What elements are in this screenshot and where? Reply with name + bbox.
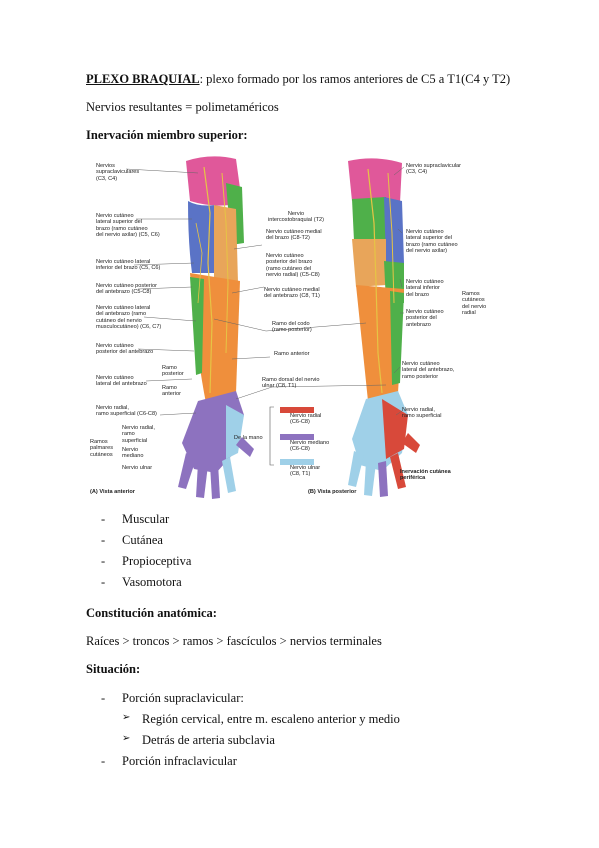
label-cutaneo-lateral-antebrazo: Nervio cutáneo lateral del antebrazo (ra…: [96, 305, 162, 331]
arrow-bullet-icon: ➢: [122, 712, 131, 723]
caption-vista-posterior: (B) Vista posterior: [308, 489, 357, 495]
anterior-arm: [178, 156, 254, 499]
dash-marker: -: [101, 512, 106, 526]
list-item-text: Vasomotora: [122, 575, 182, 589]
label-ramo-codo: Ramo del codo (ramo posterior): [272, 321, 312, 334]
dash-marker: -: [101, 575, 106, 589]
legend-radial: Nervio radial (C6-C8): [290, 413, 322, 426]
label-post-ramos-cutaneos: Ramos cutáneos del nervio radial: [462, 291, 487, 317]
legend-mediano: Nervio mediano (C6-C8): [290, 440, 330, 453]
label-post-cutaneo-posterior-antebrazo: Nervio cutáneo posterior del antebrazo: [406, 309, 444, 328]
list-item-text: Propioceptiva: [122, 554, 192, 568]
label-cutaneo-medial-brazo: Nervio cutáneo medial del brazo (C8-T2): [266, 229, 322, 242]
list-item-text: Porción supraclavicular:: [122, 691, 244, 705]
heading-line: PLEXO BRAQUIAL: plexo formado por los ra…: [86, 72, 510, 87]
label-de-la-mano: De la mano: [234, 435, 263, 441]
label-cutaneo-medial-antebrazo: Nervio cutáneo medial del antebrazo (C8,…: [264, 287, 320, 300]
legend-ulnar: Nervio ulnar (C8, T1): [290, 465, 321, 478]
heading-title: PLEXO BRAQUIAL: [86, 72, 200, 86]
label-mano-ulnar: Nervio ulnar: [122, 465, 153, 471]
label-post-cutaneo-lateral-superior: Nervio cutáneo lateral superior del braz…: [406, 229, 458, 255]
legend-swatches: [269, 406, 314, 466]
leader-lines: [125, 166, 405, 416]
label-post-radial-superficial: Nervio radial, ramo superficial: [402, 407, 442, 420]
posterior-arm: [348, 158, 420, 497]
label-mano-radial: Nervio radial, ramo superficial: [122, 425, 155, 444]
label-supraclaviculares: Nervios supraclaviculares (C3, C4): [96, 163, 140, 182]
inervacion-heading: Inervación miembro superior:: [86, 128, 248, 142]
arm-illustration: [125, 156, 420, 499]
label-cutaneo-posterior-antebrazo: Nervio cutáneo posterior del antebrazo (…: [96, 283, 157, 296]
label-post-supraclavicular: Nervio supraclavicular (C3, C4): [406, 163, 462, 176]
dash-marker: -: [101, 533, 106, 547]
caption-vista-anterior: (A) Vista anterior: [90, 489, 135, 495]
label-post-cutaneo-lateral-inferior: Nervio cutáneo lateral inferior del braz…: [406, 279, 444, 298]
dash-marker: -: [101, 754, 106, 768]
resultantes-line: Nervios resultantes = polimetaméricos: [86, 100, 279, 114]
list-item-text: Muscular: [122, 512, 170, 526]
label-cutaneo-lateral-superior: Nervio cutáneo lateral superior del braz…: [96, 213, 160, 239]
label-post-cutaneo-lateral-antebrazo: Nervio cutáneo lateral del antebrazo, ra…: [402, 361, 455, 380]
label-mano-mediano: Nervio mediano: [122, 447, 144, 460]
label-ramo-dorsal-ulnar: Ramo dorsal del nervio ulnar (C8, T1): [262, 377, 320, 390]
dash-marker: -: [101, 691, 106, 705]
label-cutaneo-posterior-antebrazo-2: Nervio cutáneo posterior del antebrazo: [96, 343, 154, 356]
label-ramo-anterior-center: Ramo anterior: [274, 351, 310, 357]
sub-list-item-text: Detrás de arteria subclavia: [142, 733, 275, 747]
situacion-heading: Situación:: [86, 662, 141, 676]
label-ramo-anterior: Ramo anterior: [162, 385, 181, 398]
label-inervacion-periferica: Inervación cutánea periférica: [400, 469, 451, 482]
arrow-bullet-icon: ➢: [122, 733, 131, 744]
label-intercostobraquial: Nervio intercostobraquial (T2): [268, 211, 324, 224]
list-item-text: Cutánea: [122, 533, 163, 547]
anatomy-figure: Nervios supraclaviculares (C3, C4) Nervi…: [86, 153, 506, 501]
label-cutaneo-lateral-inferior: Nervio cutáneo lateral inferior del braz…: [96, 259, 161, 272]
label-ramos-palmares: Ramos palmares cutáneos: [90, 439, 114, 458]
constitucion-text: Raíces > troncos > ramos > fascículos > …: [86, 634, 382, 648]
label-cutaneo-lateral-antebrazo-2: Nervio cutáneo lateral del antebrazo: [96, 375, 147, 388]
label-ramo-posterior: Ramo posterior: [162, 365, 184, 378]
constitucion-heading: Constitución anatómica:: [86, 606, 217, 620]
label-radial-superficial: Nervio radial, ramo superficial (C6-C8): [96, 405, 157, 418]
label-cutaneo-posterior-brazo: Nervio cutáneo posterior del brazo (ramo…: [266, 253, 320, 279]
dash-marker: -: [101, 554, 106, 568]
sub-list-item-text: Región cervical, entre m. escaleno anter…: [142, 712, 400, 726]
heading-description: : plexo formado por los ramos anteriores…: [199, 72, 511, 86]
list-item-text: Porción infraclavicular: [122, 754, 237, 768]
